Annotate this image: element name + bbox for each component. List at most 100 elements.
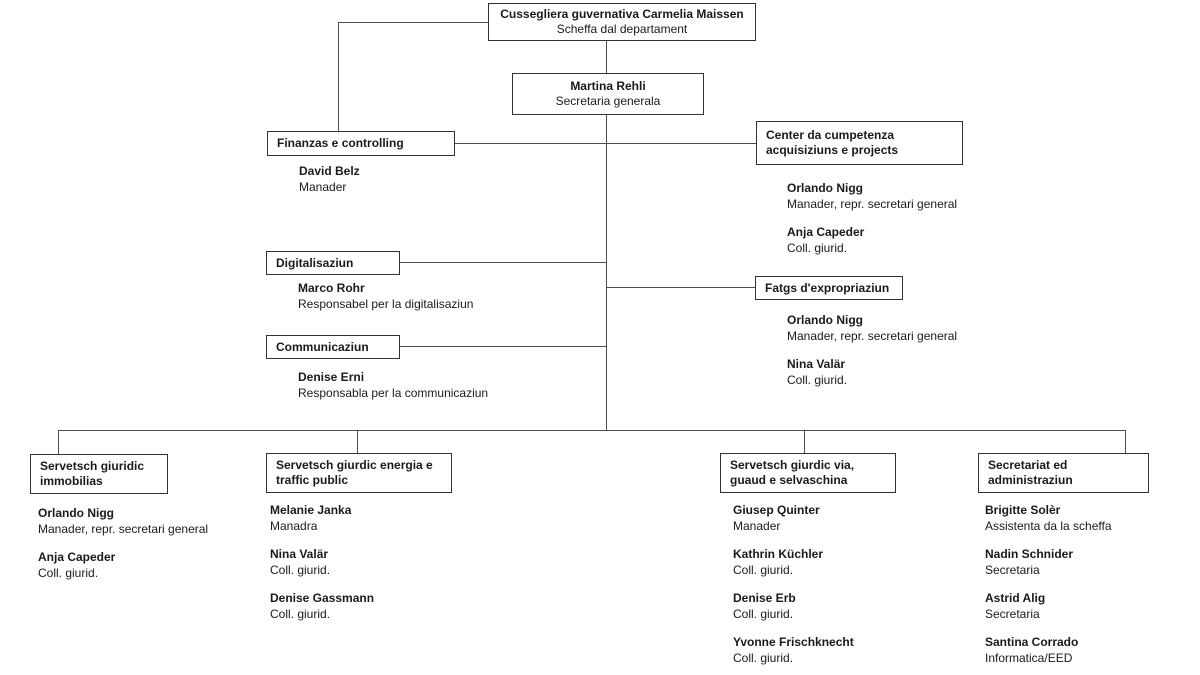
unit-title-servetsch-energia: Servetsch giurdic energia e traffic publ…: [276, 458, 433, 487]
staff-list-center-cumpetenza: Orlando Nigg Manader, repr. secretari ge…: [787, 180, 957, 268]
staff-role: Manader: [733, 519, 781, 533]
connector-communicaziun-h: [400, 346, 607, 348]
staff-role: Coll. giurid.: [733, 563, 794, 577]
staff-entry: Orlando Nigg Manader, repr. secretari ge…: [38, 505, 208, 537]
staff-entry: Anja Capeder Coll. giurid.: [38, 549, 208, 581]
connector-drop-secretariat: [1125, 430, 1127, 453]
staff-role: Manader, repr. secretari general: [787, 329, 958, 343]
staff-list-servetsch-via: Giusep Quinter Manader Kathrin Küchler C…: [733, 502, 854, 675]
staff-name: Denise Erb: [733, 591, 796, 605]
staff-name: Kathrin Küchler: [733, 547, 824, 561]
staff-name: Nina Valär: [787, 357, 846, 371]
unit-title-fatgs-expropriaziun: Fatgs d'expropriaziun: [765, 280, 890, 295]
unit-title-center-cumpetenza: Center da cumpetenza acquisiziuns e proj…: [766, 128, 899, 157]
staff-name: Orlando Nigg: [38, 506, 114, 520]
staff-role: Manadra: [270, 519, 318, 533]
staff-entry: Anja Capeder Coll. giurid.: [787, 224, 957, 256]
unit-box-servetsch-via: Servetsch giurdic via, guaud e selvaschi…: [720, 453, 896, 493]
staff-entry: Yvonne Frischknecht Coll. giurid.: [733, 634, 854, 666]
staff-list-digitalisaziun: Marco Rohr Responsabel per la digitalisa…: [298, 280, 473, 324]
unit-box-center-cumpetenza: Center da cumpetenza acquisiziuns e proj…: [756, 121, 963, 165]
unit-box-digitalisaziun: Digitalisaziun: [266, 251, 400, 275]
unit-box-finanzas: Finanzas e controlling: [267, 131, 455, 156]
staff-list-communicaziun: Denise Erni Responsabla per la communica…: [298, 369, 488, 413]
staff-entry: Nina Valär Coll. giurid.: [270, 546, 374, 578]
connector-digitalisaziun-h: [400, 262, 607, 264]
staff-name: David Belz: [299, 164, 360, 178]
connector-finanzas-center-h: [455, 143, 756, 145]
unit-box-servetsch-energia: Servetsch giurdic energia e traffic publ…: [266, 453, 452, 493]
staff-entry: Giusep Quinter Manader: [733, 502, 854, 534]
staff-name: Nadin Schnider: [985, 547, 1074, 561]
head-role: Scheffa dal departament: [556, 22, 688, 36]
staff-entry: Denise Erni Responsabla per la communica…: [298, 369, 488, 401]
staff-role: Coll. giurid.: [787, 241, 848, 255]
staff-entry: Denise Gassmann Coll. giurid.: [270, 590, 374, 622]
staff-name: Brigitte Solèr: [985, 503, 1061, 517]
staff-name: Denise Erni: [298, 370, 365, 384]
staff-role: Coll. giurid.: [733, 607, 794, 621]
general-secretary-box: Martina Rehli Secretaria generala: [512, 73, 704, 115]
unit-title-servetsch-via: Servetsch giurdic via, guaud e selvaschi…: [730, 458, 855, 487]
staff-role: Responsabla per la communicaziun: [298, 386, 489, 400]
connector-drop-via: [804, 430, 806, 453]
unit-title-servetsch-immobilias: Servetsch giuridic immobilias: [40, 459, 145, 488]
staff-role: Responsabel per la digitalisaziun: [298, 297, 474, 311]
staff-list-fatgs-expropriaziun: Orlando Nigg Manader, repr. secretari ge…: [787, 312, 957, 400]
staff-entry: Santina Corrado Informatica/EED: [985, 634, 1112, 666]
staff-name: Melanie Janka: [270, 503, 352, 517]
staff-name: Astrid Alig: [985, 591, 1046, 605]
staff-name: Orlando Nigg: [787, 313, 863, 327]
staff-entry: Orlando Nigg Manader, repr. secretari ge…: [787, 180, 957, 212]
staff-role: Manader, repr. secretari general: [38, 522, 209, 536]
unit-title-finanzas: Finanzas e controlling: [277, 136, 404, 150]
unit-title-secretariat: Secretariat ed administraziun: [988, 458, 1073, 487]
staff-entry: Nadin Schnider Secretaria: [985, 546, 1112, 578]
staff-role: Coll. giurid.: [270, 563, 331, 577]
staff-role: Coll. giurid.: [38, 566, 99, 580]
staff-list-secretariat: Brigitte Solèr Assistenta da la scheffa …: [985, 502, 1112, 675]
staff-name: Giusep Quinter: [733, 503, 820, 517]
staff-entry: Marco Rohr Responsabel per la digitalisa…: [298, 280, 473, 312]
connector-bottom-h: [58, 430, 1126, 432]
connector-fatgs-h: [606, 287, 755, 289]
staff-role: Coll. giurid.: [733, 651, 794, 665]
staff-role: Coll. giurid.: [787, 373, 848, 387]
staff-name: Denise Gassmann: [270, 591, 375, 605]
staff-role: Assistenta da la scheffa: [985, 519, 1112, 533]
staff-role: Manader, repr. secretari general: [787, 197, 958, 211]
connector-drop-immobilias: [58, 430, 60, 454]
staff-entry: David Belz Manader: [299, 163, 360, 195]
staff-entry: Denise Erb Coll. giurid.: [733, 590, 854, 622]
staff-name: Yvonne Frischknecht: [733, 635, 854, 649]
staff-name: Orlando Nigg: [787, 181, 863, 195]
connector-top-to-finanzas-h: [338, 22, 488, 24]
staff-role: Secretaria: [985, 607, 1040, 621]
staff-name: Anja Capeder: [787, 225, 865, 239]
unit-box-servetsch-immobilias: Servetsch giuridic immobilias: [30, 454, 168, 494]
staff-list-finanzas: David Belz Manader: [299, 163, 360, 207]
unit-box-fatgs-expropriaziun: Fatgs d'expropriaziun: [755, 276, 903, 300]
general-secretary-name: Martina Rehli: [570, 79, 646, 93]
staff-role: Secretaria: [985, 563, 1040, 577]
head-name: Cussegliera guvernativa Carmelia Maissen: [500, 7, 744, 21]
staff-name: Marco Rohr: [298, 281, 365, 295]
unit-box-communicaziun: Communicaziun: [266, 335, 400, 359]
staff-role: Informatica/EED: [985, 651, 1073, 665]
staff-list-servetsch-immobilias: Orlando Nigg Manader, repr. secretari ge…: [38, 505, 208, 593]
connector-spine-upper: [606, 41, 608, 74]
staff-entry: Kathrin Küchler Coll. giurid.: [733, 546, 854, 578]
connector-top-to-finanzas-v: [338, 22, 340, 131]
staff-entry: Brigitte Solèr Assistenta da la scheffa: [985, 502, 1112, 534]
general-secretary-role: Secretaria generala: [555, 94, 661, 108]
staff-role: Manader: [299, 180, 347, 194]
unit-title-digitalisaziun: Digitalisaziun: [276, 255, 354, 270]
connector-spine-main: [606, 114, 608, 431]
staff-name: Nina Valär: [270, 547, 329, 561]
staff-entry: Astrid Alig Secretaria: [985, 590, 1112, 622]
unit-box-secretariat: Secretariat ed administraziun: [978, 453, 1149, 493]
unit-title-communicaziun: Communicaziun: [276, 339, 369, 354]
staff-name: Anja Capeder: [38, 550, 116, 564]
staff-name: Santina Corrado: [985, 635, 1079, 649]
